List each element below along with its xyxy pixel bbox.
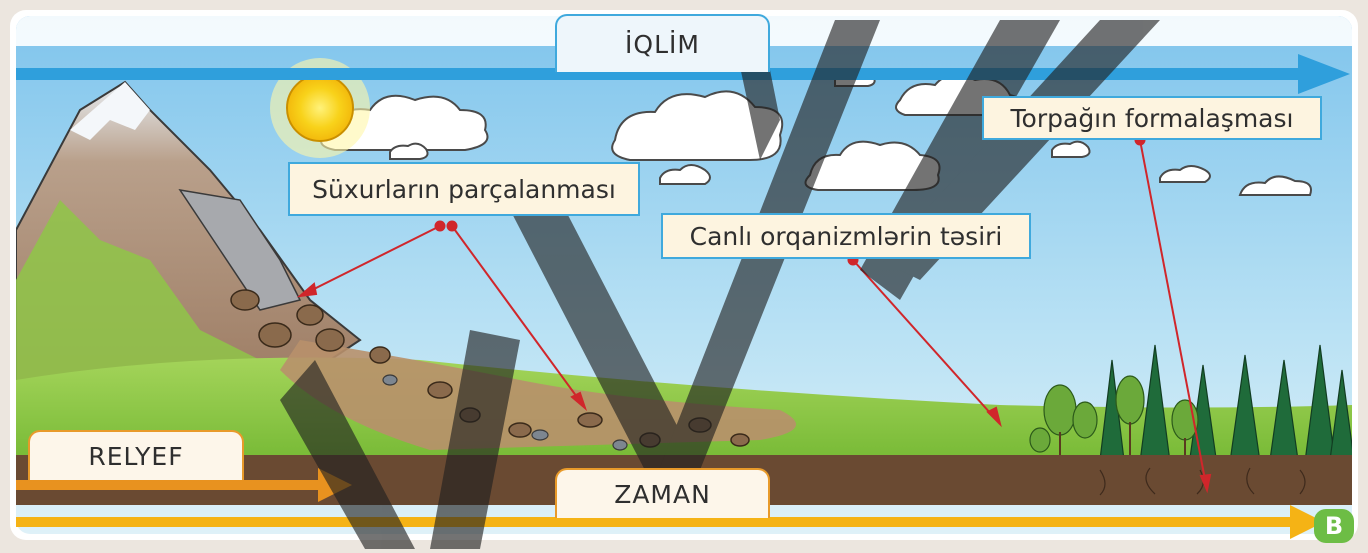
- sun-icon: [270, 58, 370, 158]
- section-badge: B: [1314, 509, 1354, 543]
- weathering-label: Süxurların parçalanması: [288, 162, 640, 216]
- pointer-lines: [296, 134, 1212, 494]
- time-label: ZAMAN: [555, 468, 770, 518]
- time-arrow: [16, 505, 1324, 539]
- tree-icon: [1029, 344, 1352, 463]
- soil-formation-label: Torpağın formalaşması: [982, 96, 1322, 140]
- climate-label: İQLİM: [555, 14, 770, 72]
- organisms-label: Canlı orqanizmlərin təsiri: [661, 213, 1031, 259]
- relief-label: RELYEF: [28, 430, 244, 480]
- mountain-icon: [16, 80, 362, 402]
